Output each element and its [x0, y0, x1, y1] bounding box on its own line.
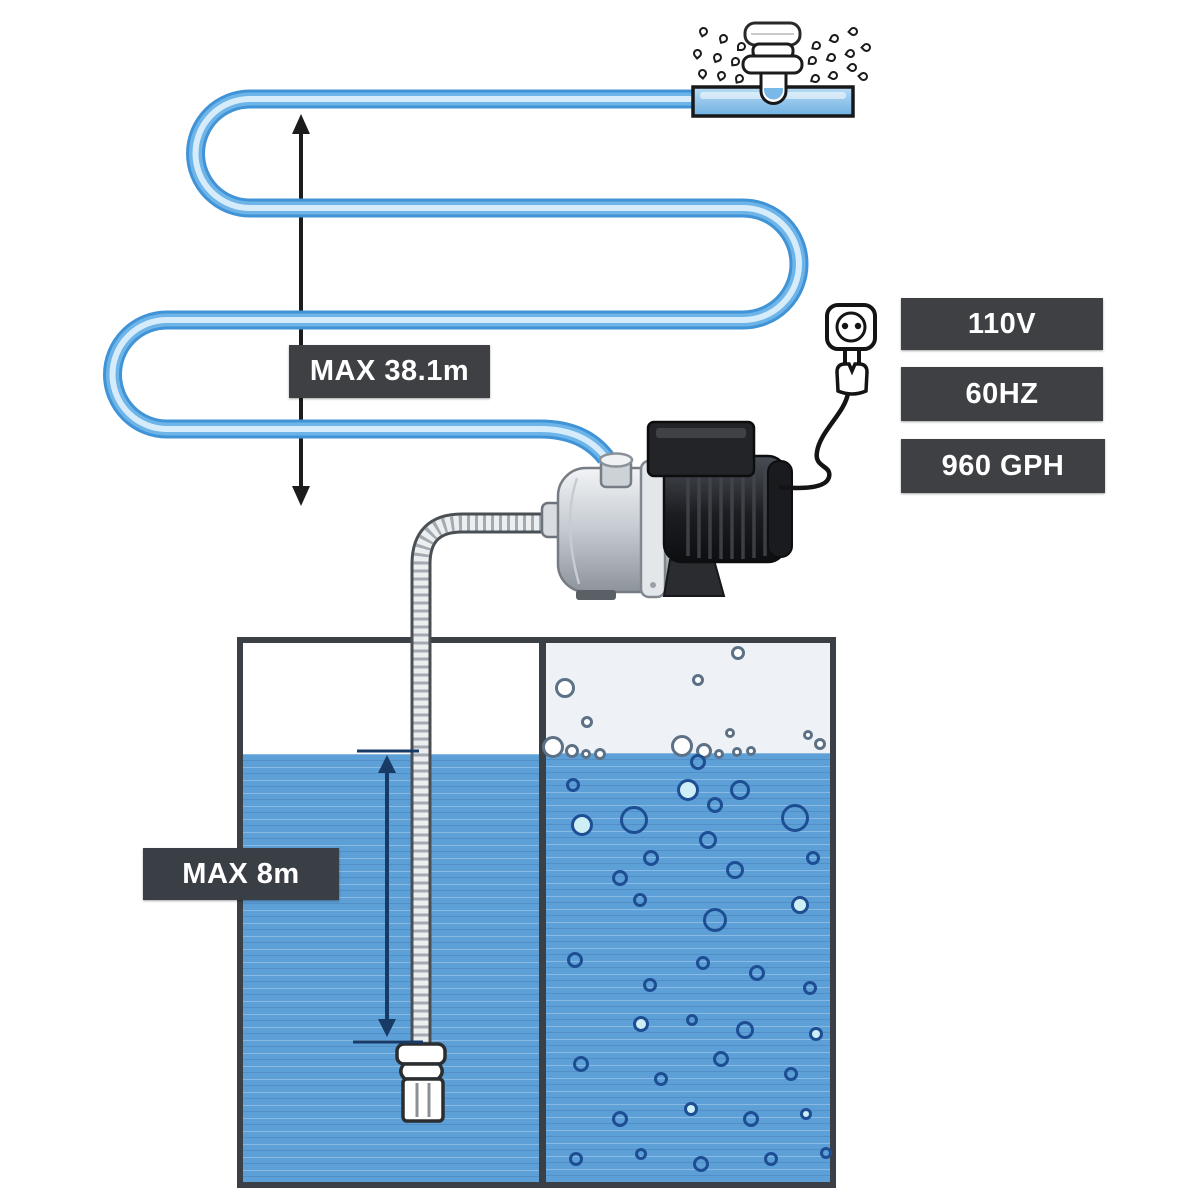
bubble	[791, 896, 809, 914]
bubble	[764, 1152, 778, 1166]
bubble	[569, 1152, 583, 1166]
bubble	[573, 1056, 589, 1072]
bubble	[803, 730, 813, 740]
bubble	[749, 965, 765, 981]
bubble	[612, 1111, 628, 1127]
bubble	[686, 1014, 698, 1026]
bubble	[542, 736, 564, 758]
bubble	[677, 779, 699, 801]
bubble	[654, 1072, 668, 1086]
bubble	[814, 738, 826, 750]
bubble	[730, 780, 750, 800]
water-droplet-icon	[717, 32, 730, 45]
frequency-badge: 60HZ	[901, 367, 1103, 421]
bubble	[820, 1147, 832, 1159]
bubble	[707, 797, 723, 813]
water-droplet-icon	[691, 47, 704, 60]
voltage-badge: 110V	[901, 298, 1103, 350]
bubble	[809, 1027, 823, 1041]
bubble	[633, 1016, 649, 1032]
bubble	[581, 716, 593, 728]
bubble	[803, 981, 817, 995]
bubble	[736, 1021, 754, 1039]
bubble	[732, 747, 742, 757]
power-outlet-icon	[825, 303, 877, 351]
bubble	[784, 1067, 798, 1081]
water-droplet-icon	[811, 40, 822, 51]
up-down-arrow-suction	[353, 749, 423, 1044]
left-tank-water	[243, 754, 539, 1182]
bubble	[725, 728, 735, 738]
water-droplet-icon	[857, 70, 870, 83]
suction-hose	[410, 512, 558, 1048]
bubble	[594, 748, 606, 760]
bubble	[555, 678, 575, 698]
water-droplet-icon	[737, 42, 746, 51]
max-head-badge: MAX 38.1m	[289, 345, 490, 398]
sprinkler-icon	[691, 21, 855, 118]
bubble	[746, 746, 756, 756]
water-droplet-icon	[846, 61, 859, 74]
bubble	[612, 870, 628, 886]
bubble	[731, 646, 745, 660]
pump-illustration	[540, 420, 793, 600]
bubble	[743, 1111, 759, 1127]
power-cord	[778, 392, 851, 491]
water-droplet-icon	[860, 41, 873, 54]
bubble	[726, 861, 744, 879]
bubble	[567, 952, 583, 968]
water-droplet-icon	[715, 69, 728, 82]
water-droplet-icon	[734, 73, 745, 84]
bubble	[713, 1051, 729, 1067]
power-plug-icon	[835, 349, 869, 396]
max-suction-badge: MAX 8m	[143, 848, 339, 900]
water-droplet-icon	[825, 51, 838, 64]
bubble	[781, 804, 809, 832]
bubble	[620, 806, 648, 834]
bubble	[714, 749, 724, 759]
bubble	[643, 850, 659, 866]
water-droplet-icon	[844, 47, 857, 60]
water-droplet-icon	[730, 56, 741, 67]
water-droplet-icon	[807, 55, 818, 66]
bubble	[565, 744, 579, 758]
bubble	[690, 754, 706, 770]
water-droplet-icon	[847, 25, 860, 38]
water-droplet-icon	[711, 51, 724, 64]
water-droplet-icon	[827, 69, 840, 82]
bubble	[643, 978, 657, 992]
water-droplet-icon	[828, 32, 841, 45]
discharge-hose	[103, 89, 809, 465]
foot-valve-icon	[395, 1042, 447, 1123]
bubble	[696, 956, 710, 970]
bubble	[692, 674, 704, 686]
bubble	[684, 1102, 698, 1116]
bubble	[800, 1108, 812, 1120]
tank-divider	[539, 637, 546, 1188]
bubble	[635, 1148, 647, 1160]
bubble	[671, 735, 693, 757]
bubble	[693, 1156, 709, 1172]
water-droplet-icon	[696, 67, 709, 80]
bubble	[566, 778, 580, 792]
bubble	[806, 851, 820, 865]
bubble	[703, 908, 727, 932]
bubble	[571, 814, 593, 836]
bubble	[581, 749, 591, 759]
water-droplet-icon	[697, 25, 710, 38]
bubble	[633, 893, 647, 907]
bubble	[699, 831, 717, 849]
flow-rate-badge: 960 GPH	[901, 439, 1105, 493]
water-droplet-icon	[809, 72, 822, 85]
